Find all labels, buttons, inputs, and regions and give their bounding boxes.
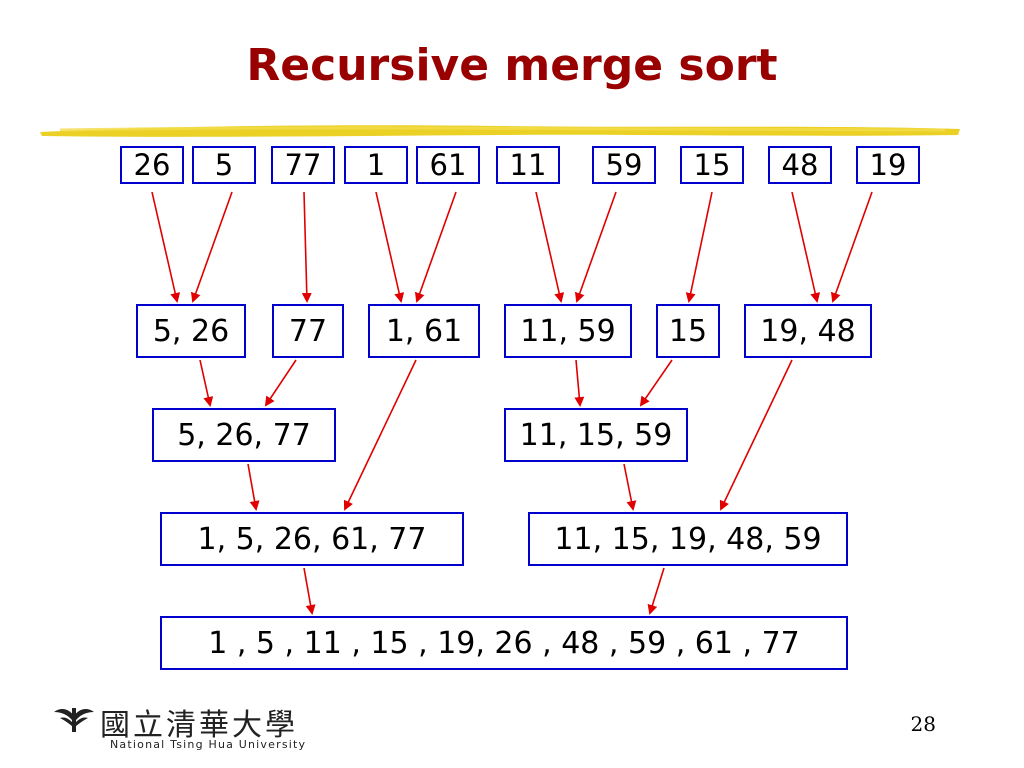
leaf-box: 15 — [680, 146, 744, 184]
merge-box-level1: 77 — [272, 304, 344, 358]
merge-box-level1: 5, 26 — [136, 304, 246, 358]
leaf-box: 59 — [592, 146, 656, 184]
sorted-result-value: 1 , 5 , 11 , 15 , 19, 26 , 48 , 59 , 61 … — [208, 625, 800, 661]
arrow — [190, 191, 233, 303]
university-name-english: National Tsing Hua University — [110, 738, 307, 751]
merge-value: 5, 26 — [152, 313, 230, 349]
arrow — [301, 191, 312, 303]
arrow — [830, 191, 873, 303]
arrow — [574, 359, 585, 407]
merge-box-level2: 5, 26, 77 — [152, 408, 336, 462]
arrow — [719, 359, 793, 511]
arrow — [791, 191, 821, 303]
arrow — [199, 359, 214, 407]
arrow — [639, 359, 673, 407]
merge-box-level1: 19, 48 — [744, 304, 872, 358]
leaf-box: 48 — [768, 146, 832, 184]
merge-box-level1: 1, 61 — [368, 304, 480, 358]
leaf-value: 19 — [869, 148, 907, 182]
arrow — [623, 463, 637, 511]
merge-value: 1, 5, 26, 61, 77 — [197, 521, 427, 557]
university-name-chinese: 國立清華大學 — [100, 708, 298, 743]
merge-box-level2: 11, 15, 59 — [504, 408, 688, 462]
leaf-box: 1 — [344, 146, 408, 184]
leaf-value: 1 — [366, 148, 386, 182]
leaf-box: 77 — [271, 146, 335, 184]
leaf-box: 5 — [192, 146, 256, 184]
slide-title: Recursive merge sort — [246, 40, 778, 91]
highlighter-stroke — [40, 125, 960, 137]
leaf-value: 77 — [284, 148, 322, 182]
arrow — [151, 191, 181, 303]
merge-value: 1, 61 — [385, 313, 463, 349]
leaf-box: 61 — [416, 146, 480, 184]
merge-value: 19, 48 — [760, 313, 856, 349]
sorted-result-box: 1 , 5 , 11 , 15 , 19, 26 , 48 , 59 , 61 … — [160, 616, 848, 670]
leaf-value: 11 — [509, 148, 547, 182]
leaf-box: 11 — [496, 146, 560, 184]
arrow — [343, 359, 417, 511]
merge-value: 11, 15, 19, 48, 59 — [554, 521, 822, 557]
arrow — [574, 191, 617, 303]
arrow — [414, 191, 457, 303]
university-logo: 國立清華大學 National Tsing Hua University — [52, 700, 312, 756]
university-emblem-icon — [54, 708, 94, 732]
arrow — [303, 567, 316, 615]
merge-value: 11, 15, 59 — [519, 417, 673, 453]
leaf-value: 48 — [781, 148, 819, 182]
merge-box-level3: 1, 5, 26, 61, 77 — [160, 512, 464, 566]
leaf-value: 61 — [429, 148, 467, 182]
page-number: 28 — [910, 712, 936, 736]
leaf-value: 59 — [605, 148, 643, 182]
merge-box-level1: 15 — [656, 304, 720, 358]
arrow — [535, 191, 565, 303]
arrow — [647, 567, 665, 615]
merge-value: 77 — [288, 313, 328, 349]
merge-box-level1: 11, 59 — [504, 304, 632, 358]
merge-box-level3: 11, 15, 19, 48, 59 — [528, 512, 848, 566]
merge-value: 11, 59 — [520, 313, 616, 349]
leaf-value: 15 — [693, 148, 731, 182]
arrow — [264, 359, 297, 407]
leaf-value: 26 — [133, 148, 171, 182]
arrow — [375, 191, 405, 303]
merge-value: 15 — [668, 313, 708, 349]
arrow — [685, 191, 713, 303]
arrow — [247, 463, 260, 511]
leaf-box: 19 — [856, 146, 920, 184]
leaf-value: 5 — [214, 148, 234, 182]
leaf-box: 26 — [120, 146, 184, 184]
merge-value: 5, 26, 77 — [177, 417, 311, 453]
